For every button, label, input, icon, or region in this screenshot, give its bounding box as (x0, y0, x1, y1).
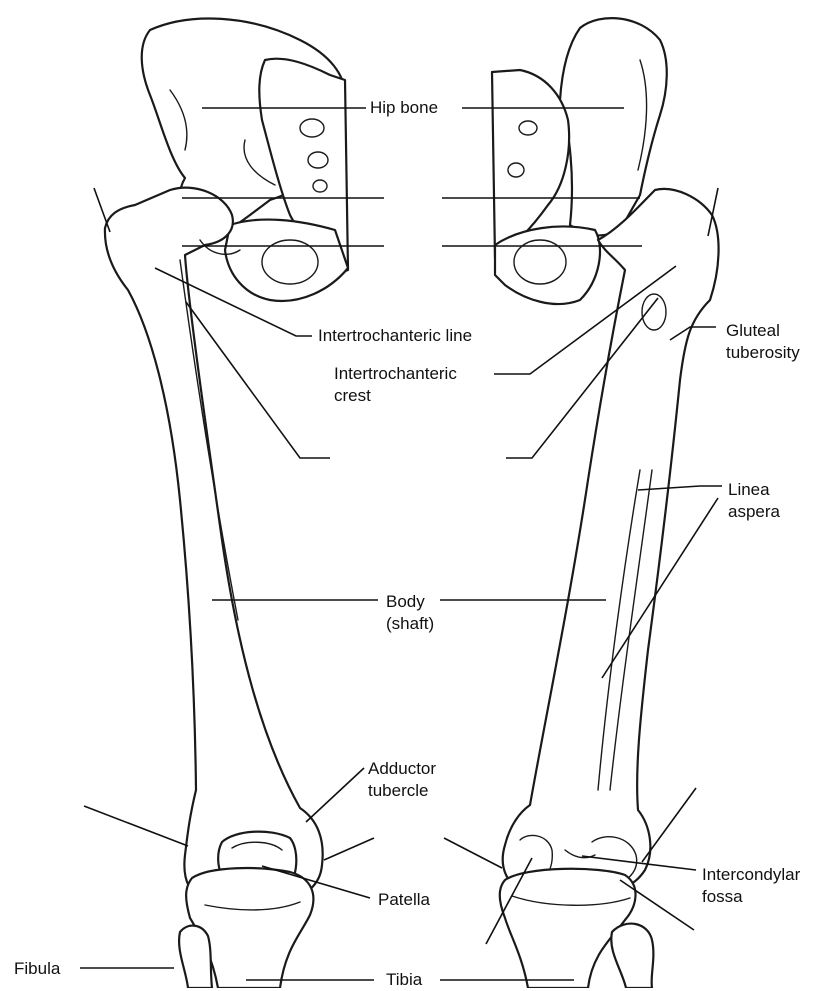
right-tibia (498, 867, 637, 988)
right-fibula (610, 922, 655, 988)
label-intertrochanteric-crest: Intertrochanteric crest (334, 363, 457, 407)
label-patella: Patella (378, 889, 430, 911)
label-gluteal-tuberosity: Gluteal tuberosity (726, 320, 800, 364)
posterior-view (490, 17, 720, 988)
left-fibula (178, 924, 214, 988)
left-tibia (185, 867, 315, 988)
left-pubis (223, 218, 350, 303)
anterior-view (103, 17, 350, 988)
left-sacrum (258, 57, 350, 277)
label-tibia: Tibia (386, 969, 423, 991)
left-femur (103, 186, 324, 902)
label-hip-bone: Hip bone (370, 97, 439, 119)
right-femur (501, 187, 720, 894)
label-linea-aspera: Linea aspera (728, 479, 780, 523)
label-intertrochanteric-line: Intertrochanteric line (318, 325, 473, 347)
leader-lines (80, 107, 722, 981)
right-pubis (493, 225, 602, 306)
label-body-shaft: Body (shaft) (386, 591, 435, 635)
label-adductor-tubercle: Adductor tubercle (368, 758, 437, 802)
label-fibula: Fibula (14, 958, 61, 980)
label-intercondylar-fossa: Intercondylar fossa (702, 864, 801, 908)
